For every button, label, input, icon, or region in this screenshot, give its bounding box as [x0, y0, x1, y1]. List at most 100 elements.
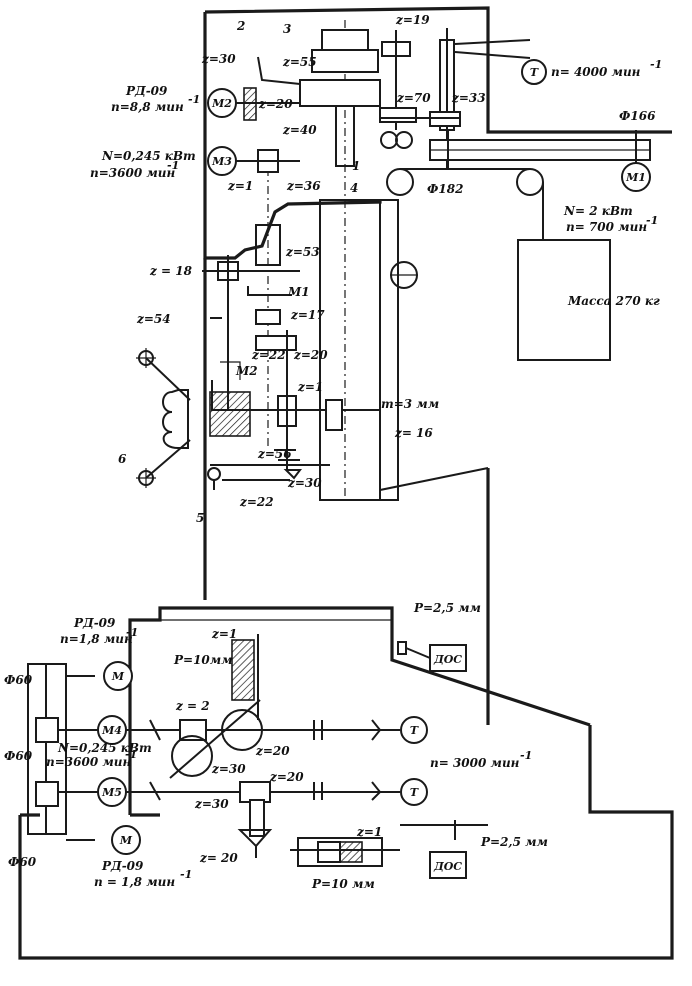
- label-z70: z=70: [396, 91, 431, 105]
- motor-M4: M4: [97, 715, 127, 745]
- label-phi182: Ф182: [427, 182, 463, 196]
- label-phi60-bottom: Ф60: [8, 855, 37, 869]
- label-n18-bottom: n = 1,8 мин: [94, 875, 175, 889]
- label-3: 3: [283, 22, 291, 36]
- label-z16: z= 16: [394, 426, 433, 440]
- label-M2-clutch: M2: [235, 364, 258, 378]
- machine-frame: [18, 6, 674, 960]
- svg-text:M3: M3: [211, 155, 232, 168]
- dos-sensor-bottom: ДОС: [433, 860, 462, 873]
- label-M1-clutch: M1: [287, 285, 310, 299]
- motor-M-bottom: M: [111, 825, 141, 855]
- label-rd09-mid: РД-09: [73, 616, 116, 630]
- label-n700: n= 700 мин: [566, 220, 647, 234]
- label-n3600-top: n=3600 мин: [90, 166, 175, 180]
- label-z56: z=56: [257, 447, 292, 461]
- label-z20-top: z=20: [258, 97, 293, 111]
- counterweight-pulley-right-icon: [516, 168, 544, 196]
- label-phi60-mid: Ф60: [4, 749, 33, 763]
- label-z17: z=17: [290, 308, 325, 322]
- label-z1-bottom: z=1: [356, 825, 382, 839]
- label-6: 6: [118, 452, 127, 466]
- label-z22-mid: z=22: [251, 348, 286, 362]
- label-z2: z = 2: [175, 699, 210, 713]
- label-2: 2: [236, 19, 245, 33]
- label-n700-exp: -1: [646, 214, 658, 227]
- counterweight-pulley-left-icon: [386, 168, 414, 196]
- label-z20-low1: z=20: [255, 744, 290, 758]
- label-n18-bottom-exp: -1: [180, 868, 192, 881]
- label-n18-mid: n=1,8 мин: [60, 632, 133, 646]
- label-z55: z=55: [282, 55, 317, 69]
- label-n3000: n= 3000 мин: [430, 756, 520, 770]
- motor-M2: M2: [207, 88, 237, 118]
- svg-text:T: T: [530, 66, 539, 79]
- motor-M1: M1: [621, 162, 651, 192]
- table-drives: [27, 634, 488, 879]
- label-P10-top: P=10мм: [173, 653, 233, 667]
- label-P10-bottom: P=10 мм: [311, 877, 375, 891]
- label-z22-low: z=22: [239, 495, 274, 509]
- label-5: 5: [196, 511, 204, 525]
- label-rd09-top: РД-09: [125, 84, 168, 98]
- label-z33: z=33: [451, 91, 486, 105]
- motor-M-top: M: [103, 661, 133, 691]
- label-n3600-top-exp: -1: [167, 159, 179, 172]
- upper-drive: [230, 20, 651, 500]
- label-4: 4: [350, 181, 358, 195]
- label-N0245-top: N=0,245 кВт: [101, 149, 196, 163]
- label-rd09-bottom: РД-09: [101, 859, 144, 873]
- label-n18-mid-exp: -1: [126, 626, 138, 639]
- label-1: 1: [352, 159, 360, 173]
- tachogenerator-top: T: [521, 59, 547, 85]
- label-z30-low2: z=30: [194, 797, 229, 811]
- label-z19: z=19: [395, 13, 430, 27]
- label-n4000-exp: -1: [650, 58, 662, 71]
- label-P25-top: P=2,5 мм: [413, 601, 481, 615]
- label-z20-low2: z=20: [269, 770, 304, 784]
- label-mass: Масса 270 кг: [567, 294, 660, 308]
- label-z40: z=40: [282, 123, 317, 137]
- svg-text:M2: M2: [211, 97, 232, 110]
- dos-sensor-top: ДОС: [433, 653, 462, 666]
- label-phi60-top: Ф60: [4, 673, 33, 687]
- label-z36: z=36: [286, 179, 321, 193]
- label-m3: m=3 мм: [381, 397, 439, 411]
- label-n3600-low-exp: -1: [125, 748, 137, 761]
- label-z1-low: z=1: [211, 627, 237, 641]
- label-N2: N= 2 кВт: [563, 204, 633, 218]
- feed-gearbox: [136, 149, 380, 490]
- label-N0245-low: N=0,245 кВт: [57, 741, 152, 755]
- label-n88-exp: -1: [188, 93, 200, 106]
- tachogenerator-low: T: [400, 778, 428, 806]
- svg-text:M: M: [119, 834, 133, 847]
- labels: z=19 n= 4000 мин -1 2 3 z=30 z=55 РД-09 …: [4, 13, 662, 891]
- label-z53: z=53: [285, 245, 320, 259]
- svg-text:M: M: [111, 670, 125, 683]
- label-z18: z = 18: [149, 264, 193, 278]
- pulley-left-icon: [380, 131, 398, 149]
- svg-text:M1: M1: [625, 171, 646, 184]
- label-z30-mid: z=30: [287, 476, 322, 490]
- label-n3600-low: n=3600 мин: [46, 755, 131, 769]
- svg-text:T: T: [410, 724, 419, 737]
- label-z30-top: z=30: [201, 52, 236, 66]
- svg-text:M4: M4: [101, 724, 122, 737]
- label-n4000: n= 4000 мин: [551, 65, 641, 79]
- motor-M3: M3: [207, 146, 237, 176]
- counterweight-mass: [517, 239, 611, 361]
- pulley-right-icon: [395, 131, 413, 149]
- svg-text:M5: M5: [101, 786, 122, 799]
- label-z1-top: z=1: [227, 179, 253, 193]
- label-z30-low1: z=30: [211, 762, 246, 776]
- label-phi166: Ф166: [619, 109, 656, 123]
- label-n88: n=8,8 мин: [111, 100, 184, 114]
- label-z20-mid: z=20: [293, 348, 328, 362]
- label-z20-bottom: z= 20: [199, 851, 238, 865]
- label-z1-mid: z=1: [297, 380, 323, 394]
- svg-text:T: T: [410, 786, 419, 799]
- motor-M5: M5: [97, 777, 127, 807]
- lever-5-icon: [207, 467, 221, 481]
- label-z54: z=54: [136, 312, 171, 326]
